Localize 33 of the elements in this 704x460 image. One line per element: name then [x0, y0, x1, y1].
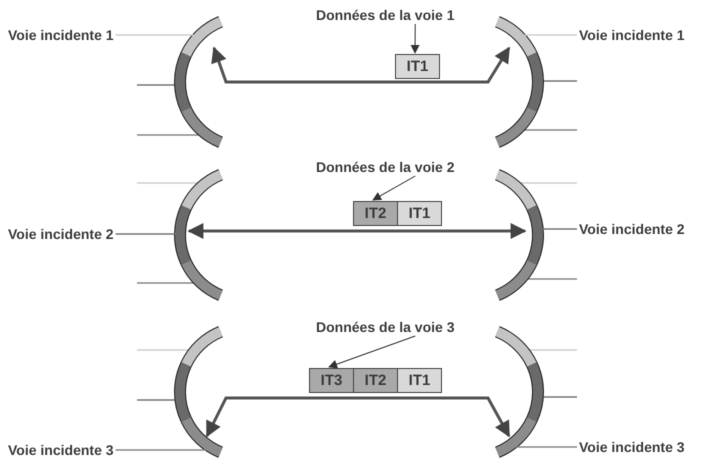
double-arrow — [206, 396, 510, 438]
fiber-line — [516, 446, 577, 448]
channel-label: Voie incidente 2 — [8, 225, 114, 243]
fiber-line — [116, 233, 175, 235]
fiber-line — [116, 34, 194, 36]
channel-label: Voie incidente 1 — [8, 26, 114, 44]
packet-box: IT3 — [309, 368, 354, 393]
arc-drawing — [494, 169, 544, 301]
packet-box: IT1 — [397, 368, 442, 393]
data-label: Données de la voie 2 — [316, 158, 454, 176]
fiber-line — [524, 34, 577, 36]
arc-drawing — [174, 16, 224, 148]
packet-box: IT1 — [397, 201, 442, 226]
packet-box: IT2 — [353, 368, 398, 393]
channel-label: Voie incidente 3 — [579, 438, 685, 456]
fiber-line — [542, 228, 577, 230]
double-arrow — [187, 223, 527, 239]
arc-drawing — [494, 16, 544, 148]
pointer-arrow — [410, 24, 420, 54]
pointer-arrow — [372, 176, 416, 200]
packet-box: IT1 — [395, 54, 440, 79]
arc-drawing — [494, 326, 544, 458]
packet-box: IT2 — [353, 201, 398, 226]
data-label: Données de la voie 3 — [316, 318, 454, 336]
fiber-line — [116, 449, 206, 451]
data-label: Données de la voie 1 — [316, 6, 454, 24]
channel-label: Voie incidente 3 — [8, 441, 114, 459]
arc-drawing — [174, 326, 224, 458]
arc-drawing — [174, 169, 224, 301]
channel-label: Voie incidente 1 — [579, 26, 685, 44]
channel-label: Voie incidente 2 — [579, 220, 685, 238]
pointer-arrow — [328, 336, 416, 368]
double-arrow — [211, 46, 510, 84]
